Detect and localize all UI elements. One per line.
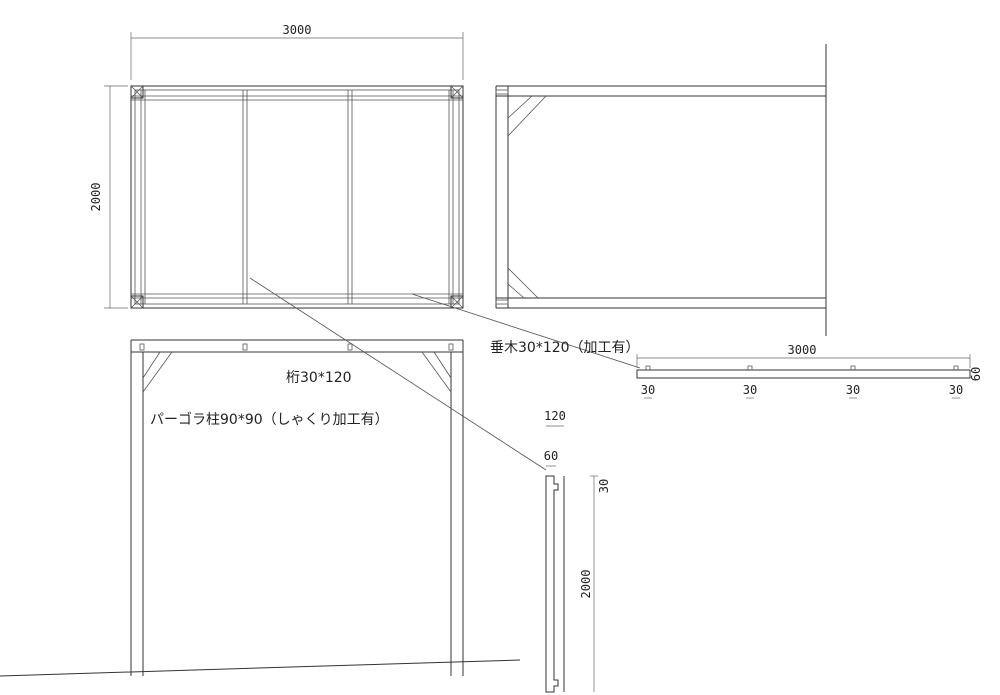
side-elevation bbox=[495, 44, 827, 336]
front-elevation bbox=[0, 339, 521, 677]
plan-width-dimension: 3000 bbox=[130, 23, 464, 80]
rafter-end-marks bbox=[139, 343, 454, 351]
post-height-text: 2000 bbox=[579, 570, 593, 599]
rafter-detail: 3000 60 30 30 30 30 bbox=[636, 343, 983, 399]
rafter-leader bbox=[411, 293, 641, 369]
plan-corner-posts bbox=[130, 85, 464, 309]
post-notch-depth-text: 30 bbox=[597, 479, 611, 493]
plan-view: 3000 2000 bbox=[89, 23, 464, 309]
notch-2-text: 30 bbox=[743, 383, 757, 397]
post-notch-width-text: 60 bbox=[544, 449, 558, 463]
ground-line bbox=[0, 659, 521, 677]
plan-depth-dimension: 2000 bbox=[89, 85, 128, 309]
post-leader bbox=[249, 277, 547, 471]
post-width-text: 120 bbox=[544, 409, 566, 423]
notch-4-text: 30 bbox=[949, 383, 963, 397]
leader-lines bbox=[249, 277, 641, 471]
notch-1-text: 30 bbox=[641, 383, 655, 397]
rafter-length-text: 3000 bbox=[788, 343, 817, 357]
notch-3-text: 30 bbox=[846, 383, 860, 397]
post-detail: 120 60 30 2000 bbox=[544, 409, 611, 693]
plan-inner-frame bbox=[134, 89, 460, 305]
beam-label: 桁30*120 bbox=[286, 370, 352, 386]
plan-width-text: 3000 bbox=[283, 23, 312, 37]
rafter-height-text: 60 bbox=[969, 367, 983, 381]
plan-outer-frame bbox=[130, 85, 464, 309]
rafter-label: 垂木30*120（加工有） bbox=[490, 340, 640, 356]
plan-depth-text: 2000 bbox=[89, 183, 103, 212]
post-label: パーゴラ柱90*90（しゃくり加工有） bbox=[150, 411, 389, 428]
